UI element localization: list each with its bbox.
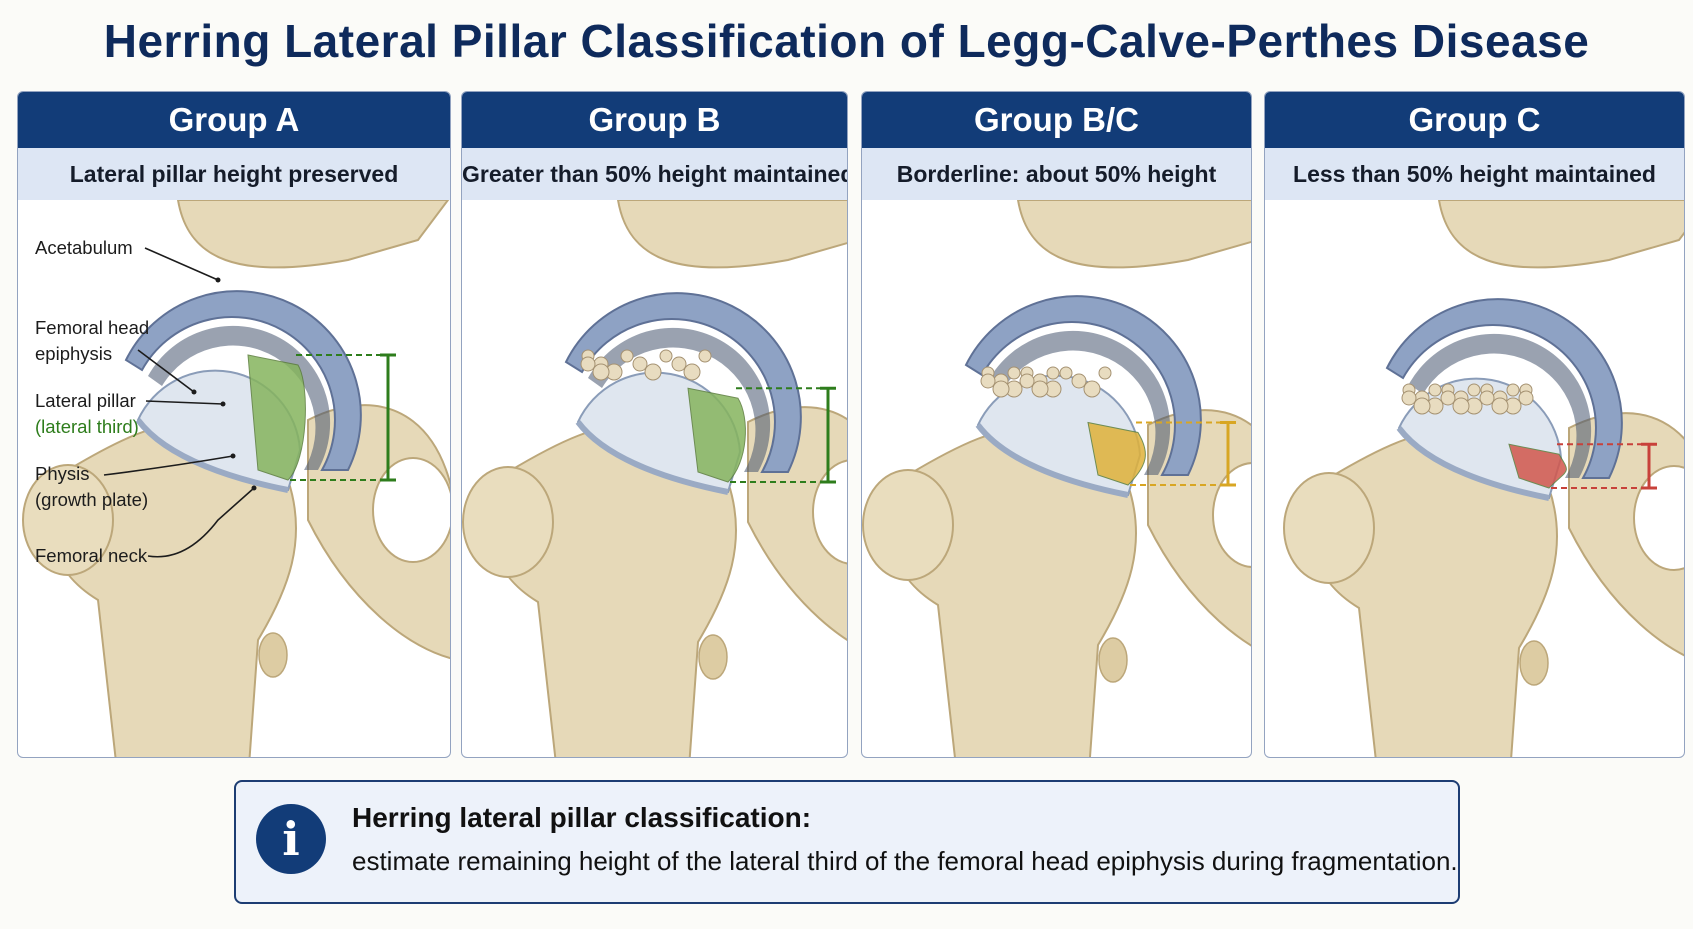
fragment-piece xyxy=(699,350,711,362)
fragment-piece xyxy=(660,350,672,362)
label-physis: Physis xyxy=(35,461,90,487)
group-bc-subtitle: Borderline: about 50% height xyxy=(862,148,1251,200)
fragment-piece xyxy=(633,357,647,371)
fragment-piece xyxy=(1519,391,1533,405)
info-box: i Herring lateral pillar classification:… xyxy=(234,780,1460,904)
fragment-piece xyxy=(1047,367,1059,379)
group-c-title: Group C xyxy=(1265,92,1684,148)
greater-trochanter xyxy=(1284,473,1374,583)
label-femoral-head: Femoral head xyxy=(35,315,149,341)
page-title: Herring Lateral Pillar Classification of… xyxy=(0,14,1693,68)
fragment-piece xyxy=(1492,398,1508,414)
panel-group-b: Group B Greater than 50% height maintain… xyxy=(461,91,848,758)
fragment-piece xyxy=(1032,381,1048,397)
label-femoral-neck: Femoral neck xyxy=(35,543,147,569)
group-a-title: Group A xyxy=(18,92,450,148)
label-epiphysis: epiphysis xyxy=(35,341,112,367)
fragment-piece xyxy=(672,357,686,371)
fragment-piece xyxy=(1507,384,1519,396)
fragment-piece xyxy=(1480,391,1494,405)
panel-group-bc: Group B/C Borderline: about 50% height xyxy=(861,91,1252,758)
fragment-piece xyxy=(581,357,595,371)
hip-illustration-group-bc xyxy=(862,200,1251,757)
pelvis-bone xyxy=(618,200,847,268)
lesser-trochanter xyxy=(699,635,727,679)
fragment-piece xyxy=(1084,381,1100,397)
fragment-piece xyxy=(1099,367,1111,379)
greater-trochanter xyxy=(463,467,553,577)
fragment-piece xyxy=(993,381,1009,397)
label-lateral-pillar: Lateral pillar xyxy=(35,388,136,414)
fragment-piece xyxy=(1429,384,1441,396)
panel-group-c: Group C Less than 50% height maintained xyxy=(1264,91,1685,758)
fragment-piece xyxy=(593,364,609,380)
fragment-piece xyxy=(1060,367,1072,379)
group-b-subtitle: Greater than 50% height maintained xyxy=(462,148,847,200)
fragment-piece xyxy=(1402,391,1416,405)
lesser-trochanter xyxy=(1099,638,1127,682)
group-a-subtitle: Lateral pillar height preserved xyxy=(18,148,450,200)
fragment-piece xyxy=(621,350,633,362)
pelvis-bone xyxy=(178,200,448,268)
label-lateral-third: (lateral third) xyxy=(35,414,139,440)
label-acetabulum: Acetabulum xyxy=(35,235,133,261)
fragment-piece xyxy=(1468,384,1480,396)
fragment-piece xyxy=(1020,374,1034,388)
fragment-piece xyxy=(981,374,995,388)
fragment-piece xyxy=(1453,398,1469,414)
lesser-trochanter xyxy=(1520,641,1548,685)
fragment-piece xyxy=(684,364,700,380)
hip-illustration-group-c xyxy=(1265,200,1684,757)
group-b-title: Group B xyxy=(462,92,847,148)
info-icon: i xyxy=(256,804,326,874)
panel-group-a: Group A Lateral pillar height preserved … xyxy=(17,91,451,758)
label-growth-plate: (growth plate) xyxy=(35,487,148,513)
info-text: estimate remaining height of the lateral… xyxy=(352,846,1458,877)
info-title: Herring lateral pillar classification: xyxy=(352,802,811,834)
fragment-piece xyxy=(1441,391,1455,405)
pelvis-bone xyxy=(1018,200,1251,268)
greater-trochanter xyxy=(863,470,953,580)
fragment-piece xyxy=(1008,367,1020,379)
group-bc-title: Group B/C xyxy=(862,92,1251,148)
fragment-piece xyxy=(1072,374,1086,388)
fragment-piece xyxy=(1414,398,1430,414)
obturator-foramen xyxy=(373,458,450,562)
hip-illustration-group-b xyxy=(462,200,847,757)
pelvis-bone xyxy=(1439,200,1684,268)
group-c-subtitle: Less than 50% height maintained xyxy=(1265,148,1684,200)
fragment-piece xyxy=(645,364,661,380)
lesser-trochanter xyxy=(259,633,287,677)
